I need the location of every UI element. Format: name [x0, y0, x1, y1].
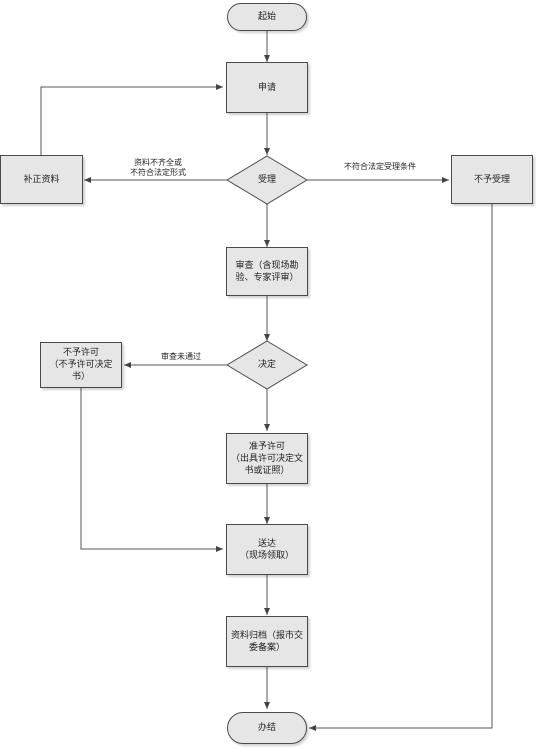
decide-node: 决定	[227, 341, 307, 389]
edge-reject-finish	[309, 204, 493, 731]
edge-supplement-apply	[40, 84, 223, 155]
edge-deny-deliver	[80, 388, 223, 552]
supplement-node: 补正资料	[0, 155, 83, 204]
decide-label: 决定	[257, 360, 276, 370]
deny-label: 不予许可 （不予许可决定 书）	[49, 348, 113, 382]
deliver-node: 送达 （现场领取）	[226, 524, 308, 575]
review-node: 审查（含现场勘 验、专家评审）	[226, 247, 308, 296]
edge-label-incomplete: 资料不齐全或 不符合法定形式	[130, 158, 186, 177]
deny-node: 不予许可 （不予许可决定 书）	[40, 342, 122, 388]
archive-node: 资料归档（报市交 委备案）	[226, 616, 308, 667]
archive-label: 资料归档（报市交 委备案）	[230, 630, 303, 653]
reject-node: 不予受理	[451, 155, 533, 204]
start-label: 起始	[257, 12, 276, 22]
accept-node: 受理	[227, 156, 307, 204]
finish-label: 办结	[257, 723, 276, 733]
finish-node: 办结	[227, 712, 307, 744]
review-label: 审查（含现场勘 验、专家评审）	[235, 260, 299, 283]
supplement-label: 补正资料	[23, 174, 60, 185]
decide-diamond	[226, 340, 308, 390]
apply-label: 申请	[257, 82, 276, 93]
approve-node: 准予许可 （出具许可决定文 书或证照）	[226, 433, 308, 484]
edge-label-not-qualified: 不符合法定受理条件	[344, 162, 416, 171]
deliver-label: 送达 （现场领取）	[239, 538, 294, 561]
approve-label: 准予许可 （出具许可决定文 书或证照）	[230, 441, 303, 476]
accept-label: 受理	[257, 175, 276, 185]
start-node: 起始	[227, 3, 307, 31]
accept-diamond	[226, 155, 308, 205]
apply-node: 申请	[226, 62, 308, 113]
reject-label: 不予受理	[473, 174, 510, 185]
edge-label-review-failed: 审查未通过	[161, 352, 201, 361]
